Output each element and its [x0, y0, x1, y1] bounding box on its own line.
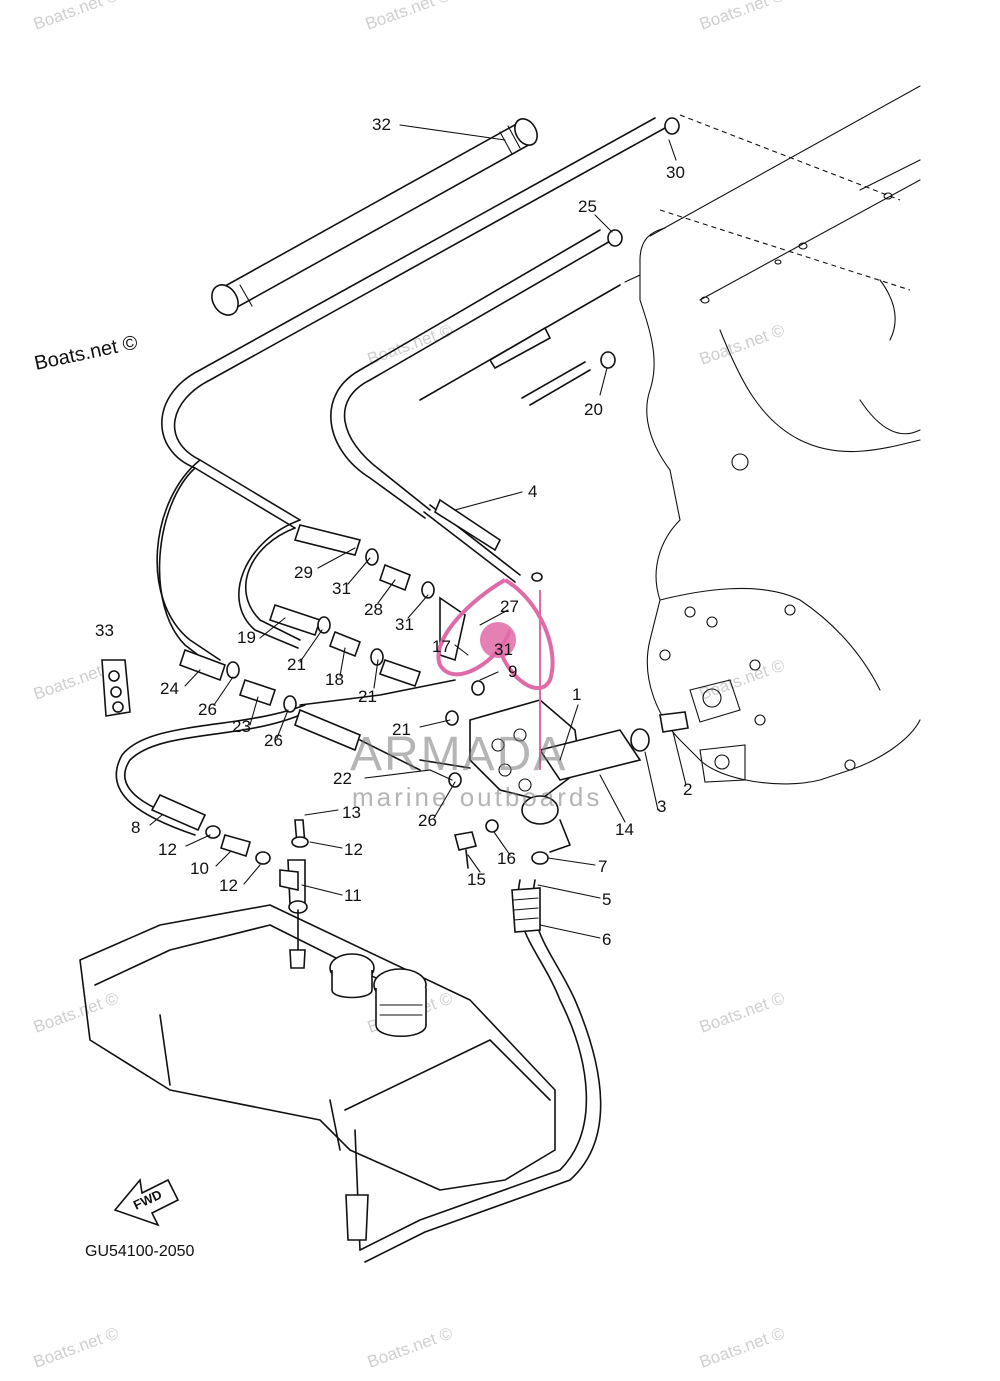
- callout-17: 17: [432, 637, 451, 656]
- callout-13: 13: [342, 803, 361, 822]
- hose-fittings: [150, 524, 471, 832]
- callout-22: 22: [333, 769, 352, 788]
- callout-24: 24: [160, 679, 179, 698]
- fwd-arrow-icon: FWD: [113, 1178, 180, 1227]
- callout-21: 21: [392, 720, 411, 739]
- watermark: Boats.net ©: [697, 320, 788, 368]
- callout-7: 7: [598, 857, 607, 876]
- watermark: Boats.net ©: [31, 988, 122, 1036]
- callout-33: 33: [95, 621, 114, 640]
- callout-1: 1: [572, 685, 581, 704]
- callout-31: 31: [395, 615, 414, 634]
- callout-14: 14: [615, 820, 634, 839]
- callout-12: 12: [344, 840, 363, 859]
- callout-27: 27: [500, 597, 519, 616]
- copyright-label: Boats.net ©: [32, 332, 139, 375]
- callout-21: 21: [358, 687, 377, 706]
- callout-10: 10: [190, 859, 209, 878]
- callout-labels: 32 30 25 20 4 29 31 28 31 27 17 31 9 19 …: [95, 115, 692, 949]
- callout-30: 30: [666, 163, 685, 182]
- watermark: Boats.net ©: [363, 0, 454, 34]
- callout-3: 3: [657, 797, 666, 816]
- callout-26: 26: [198, 700, 217, 719]
- callout-32: 32: [372, 115, 391, 134]
- callout-15: 15: [467, 870, 486, 889]
- callout-28: 28: [364, 600, 383, 619]
- callout-11: 11: [344, 886, 362, 905]
- callout-26: 26: [264, 731, 283, 750]
- callout-12: 12: [158, 840, 177, 859]
- watermark: Boats.net ©: [697, 0, 788, 34]
- callout-20: 20: [584, 400, 603, 419]
- callout-21: 21: [287, 655, 306, 674]
- watermark: Boats.net ©: [31, 0, 122, 34]
- watermark: Boats.net ©: [697, 1323, 788, 1371]
- return-hose: [345, 879, 602, 1263]
- watermark: Boats.net ©: [697, 988, 788, 1036]
- callout-26: 26: [418, 811, 437, 830]
- cables: [115, 117, 666, 836]
- watermark: Boats.net ©: [31, 1323, 122, 1371]
- part-32-tube: [211, 118, 538, 316]
- callout-8: 8: [131, 818, 140, 837]
- callout-25: 25: [578, 197, 597, 216]
- callout-23: 23: [232, 717, 251, 736]
- diagram-code: GU54100-2050: [85, 1243, 195, 1260]
- callout-5: 5: [602, 890, 611, 909]
- hardware: [101, 117, 680, 969]
- engine-block: [639, 85, 921, 785]
- callout-6: 6: [602, 930, 611, 949]
- brand-name: ARMADA: [350, 728, 567, 781]
- callout-12: 12: [219, 876, 238, 895]
- watermark: Boats.net ©: [365, 320, 456, 368]
- brand-logo: ARMADA marine outboards: [350, 578, 602, 812]
- callout-31: 31: [332, 579, 351, 598]
- callout-2: 2: [683, 780, 692, 799]
- brand-tagline: marine outboards: [352, 782, 602, 812]
- watermark: Boats.net ©: [365, 1323, 456, 1371]
- callout-29: 29: [294, 563, 313, 582]
- engine-fittings: [630, 711, 689, 752]
- watermark: Boats.net ©: [697, 655, 788, 703]
- callout-4: 4: [528, 482, 537, 501]
- callout-9: 9: [508, 662, 517, 681]
- callout-31: 31: [494, 640, 513, 659]
- leader-lines: [149, 124, 687, 939]
- callout-16: 16: [497, 849, 516, 868]
- fuel-pump: [445, 680, 642, 853]
- callout-19: 19: [237, 628, 256, 647]
- callout-18: 18: [325, 670, 344, 689]
- fuel-tank: [79, 904, 556, 1191]
